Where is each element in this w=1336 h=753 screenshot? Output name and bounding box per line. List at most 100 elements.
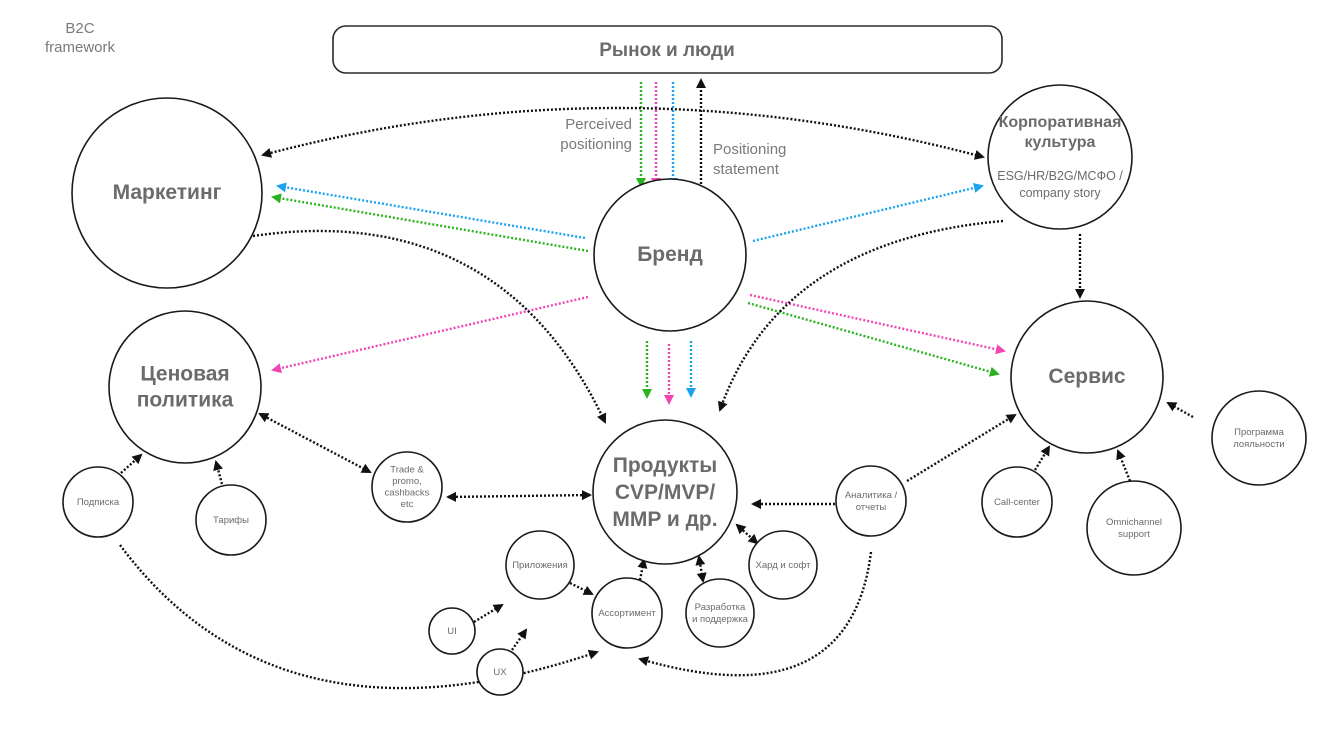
edge-brand-marketing-green — [271, 193, 589, 253]
node-ui-circle — [428, 607, 476, 655]
node-ux-label: UX — [493, 667, 507, 678]
node-brand: Бренд — [593, 178, 747, 332]
node-analytics-label: отчеты — [856, 502, 887, 513]
node-analytics: Аналитика /отчеты — [835, 465, 907, 537]
edges-layer — [119, 77, 1194, 690]
diagram-title-line2: framework — [45, 39, 116, 56]
edge-development-products — [695, 555, 707, 583]
nodes-layer: Маркетинг Корпоративная культураESG/HR/B2G… — [62, 84, 1307, 696]
node-ux-circle — [476, 648, 524, 696]
positioning-statement-line1: Positioning — [713, 141, 786, 158]
node-products-label: Продукты — [613, 454, 717, 477]
node-service: Сервис — [1010, 300, 1164, 454]
node-corporate-sublabel: company story — [1019, 186, 1101, 200]
edge-brand-service-green — [747, 301, 1000, 377]
node-corporate-sublabel: ESG/HR/B2G/МСФО / — [997, 169, 1123, 183]
node-ux: UX — [476, 648, 524, 696]
diagram-title-line1: B2C — [65, 20, 94, 37]
edge-tariffs-pricing — [213, 460, 224, 485]
edge-brand-marketing-blue — [276, 182, 586, 240]
node-service-label: Сервис — [1048, 365, 1125, 388]
node-development-circle — [685, 578, 755, 648]
node-pricing-circle — [108, 310, 262, 464]
node-hardsoft: Хард и софт — [748, 530, 818, 600]
edge-assortment-products — [637, 558, 648, 581]
edge-ux-apps — [511, 628, 528, 651]
edge-hardsoft-products — [735, 523, 759, 545]
node-loyalty-label: лояльности — [1233, 439, 1285, 450]
node-development-label: Разработка — [695, 602, 746, 613]
node-marketing: Маркетинг — [71, 97, 263, 289]
node-pricing-label: Ценовая — [140, 363, 229, 386]
node-products-label: MMP и др. — [612, 508, 717, 531]
node-analytics-label: Аналитика / — [845, 490, 898, 501]
node-callcenter: Call-center — [981, 466, 1053, 538]
node-ui: UI — [428, 607, 476, 655]
node-trade-label: etc — [401, 499, 414, 510]
node-omnichannel-circle — [1086, 480, 1182, 576]
edge-marketing-products — [252, 229, 607, 424]
edge-brand-corporate-blue — [752, 182, 984, 243]
edge-omnichannel-service — [1116, 449, 1132, 482]
node-corporate-label: Корпоративная — [999, 114, 1122, 131]
node-marketing-label: Маркетинг — [113, 181, 222, 204]
node-assortment-label: Ассортимент — [598, 608, 656, 619]
edge-analytics-service — [906, 413, 1017, 483]
node-hardsoft-circle — [748, 530, 818, 600]
node-corporate-circle — [987, 84, 1133, 230]
market-box-label: Рынок и люди — [599, 40, 735, 61]
edge-loyalty-service — [1166, 401, 1194, 419]
edge-apps-assortment — [569, 581, 594, 596]
node-tariffs-label: Тарифы — [213, 515, 249, 526]
node-hardsoft-label: Хард и софт — [756, 560, 812, 571]
node-callcenter-circle — [981, 466, 1053, 538]
node-loyalty-label: Программа — [1234, 427, 1284, 438]
node-products-circle — [592, 419, 738, 565]
node-apps: Приложения — [505, 530, 575, 600]
node-tariffs: Тарифы — [195, 484, 267, 556]
node-development-label: и поддержка — [692, 614, 749, 625]
edge-marketing-corporate — [261, 106, 985, 160]
node-products-label: CVP/MVP/ — [615, 481, 716, 504]
node-apps-label: Приложения — [512, 560, 568, 571]
node-subscription: Подписка — [62, 466, 134, 538]
node-trade-label: promo, — [392, 476, 422, 487]
node-trade-label: cashbacks — [385, 488, 430, 499]
node-brand-circle — [593, 178, 747, 332]
node-trade-label: Trade & — [390, 465, 424, 476]
market-box-shape — [332, 25, 1003, 74]
node-omnichannel-label: support — [1118, 529, 1150, 540]
node-service-circle — [1010, 300, 1164, 454]
node-loyalty-circle — [1211, 390, 1307, 486]
node-pricing: Ценовая политика — [108, 310, 262, 464]
edge-analytics-assortment — [638, 551, 873, 677]
node-subscription-label: Подписка — [77, 497, 120, 508]
node-trade-circle — [371, 451, 443, 523]
node-callcenter-label: Call-center — [994, 497, 1040, 508]
node-subscription-circle — [62, 466, 134, 538]
perceived-positioning-line2: positioning — [560, 136, 632, 153]
node-pricing-label: политика — [137, 389, 234, 412]
node-tariffs-circle — [195, 484, 267, 556]
node-marketing-circle — [71, 97, 263, 289]
edge-pricing-trade — [258, 412, 372, 474]
edge-trade-products — [445, 490, 593, 502]
node-corporate-label: культура — [1025, 134, 1096, 151]
edge-brand-pricing-pink — [271, 295, 589, 374]
node-brand-label: Бренд — [637, 243, 703, 266]
node-omnichannel-label: Omnichannel — [1106, 517, 1162, 528]
edge-corporate-products — [717, 219, 1004, 412]
node-ui-label: UI — [447, 626, 457, 637]
node-analytics-circle — [835, 465, 907, 537]
edge-callcenter-service — [1033, 445, 1051, 471]
market-box: Рынок и люди — [332, 25, 1003, 74]
node-assortment: Ассортимент — [591, 577, 663, 649]
edge-brand-service-pink — [749, 293, 1006, 355]
